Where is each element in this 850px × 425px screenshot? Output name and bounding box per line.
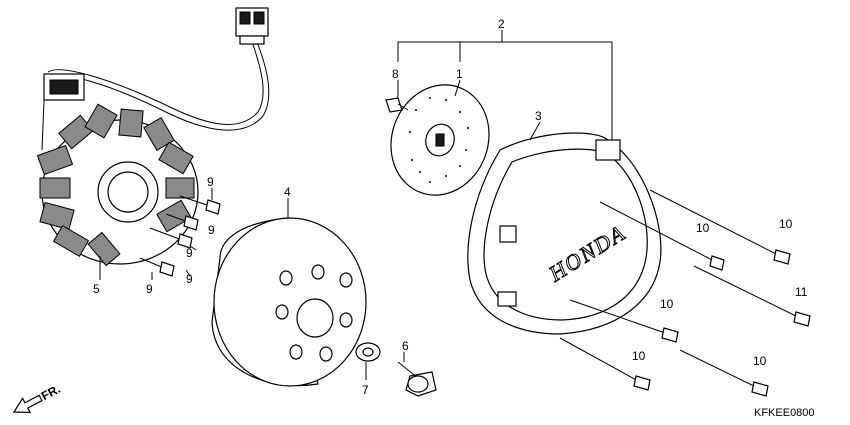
stator-coils: [36, 103, 195, 267]
bolt-8: [385, 97, 409, 113]
callout-5: 5: [93, 282, 100, 296]
callout-10: 10: [696, 221, 710, 235]
callout-9: 9: [208, 223, 215, 237]
washer: [355, 342, 381, 362]
callout-9: 9: [186, 246, 193, 260]
drawing-code: KFKEE0800: [754, 407, 815, 419]
bolt-head-icon: [159, 261, 175, 277]
bolt-head-icon: [183, 215, 199, 231]
front-direction-label: FR.: [39, 382, 63, 403]
flywheel-rotor: [211, 217, 367, 387]
callout-9: 9: [207, 175, 214, 189]
callout-10: 10: [632, 349, 646, 363]
callout-1: 1: [456, 67, 463, 81]
cover-bolts: [559, 189, 811, 397]
callout-7: 7: [362, 383, 369, 397]
flange-bolt-6: [397, 361, 437, 397]
leader-lines: [99, 30, 613, 380]
callout-10: 10: [779, 217, 793, 231]
callout-3: 3: [535, 109, 542, 123]
callout-11: 11: [795, 285, 808, 299]
callout-9: 9: [146, 282, 153, 296]
callout-6: 6: [402, 339, 409, 353]
left-crankcase-cover: HONDA: [467, 132, 662, 335]
callout-10: 10: [753, 354, 767, 368]
flywheel-plate: [390, 84, 490, 196]
callout-2: 2: [498, 17, 505, 31]
front-direction-arrow-icon: FR.: [12, 382, 63, 414]
callout-8: 8: [392, 67, 399, 81]
callout-4: 4: [284, 185, 291, 199]
stator-bolts: [139, 195, 221, 277]
callout-10: 10: [660, 297, 674, 311]
stator: [36, 7, 270, 267]
callouts: 2 8 1 3 4 5 6 7 9 9 9 9 9 10 10 10 10 10…: [93, 17, 808, 397]
bolt-head-icon: [177, 233, 193, 249]
bolt-head-icon: [205, 199, 221, 215]
callout-9: 9: [186, 272, 193, 286]
